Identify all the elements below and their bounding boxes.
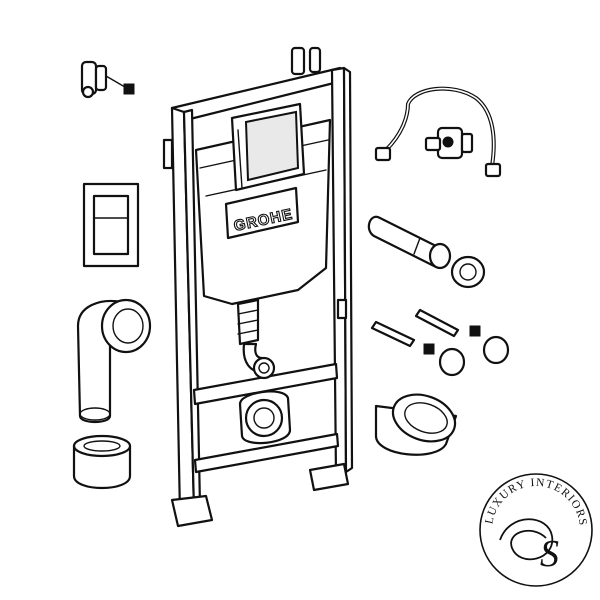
wall-bracket-part [80,60,135,99]
flush-pipe-nut [450,255,486,289]
fixing-bolts [370,308,481,355]
logo-monogram: S [540,533,559,575]
cover-caps [438,335,510,377]
pan-connector-bend [76,298,152,424]
installation-frame [162,46,354,528]
angle-valve [424,126,474,160]
flush-plate [82,182,140,268]
drain-cup [374,393,458,456]
concealed-cistern: GROHE [194,102,332,380]
logo-swash [499,518,553,561]
supply-hose [374,86,502,178]
brand-logo: LUXURY INTERIORS S [479,473,593,587]
pan-connector-opening [238,390,292,445]
pipe-sleeve [72,434,132,490]
flush-pipe [367,215,452,270]
